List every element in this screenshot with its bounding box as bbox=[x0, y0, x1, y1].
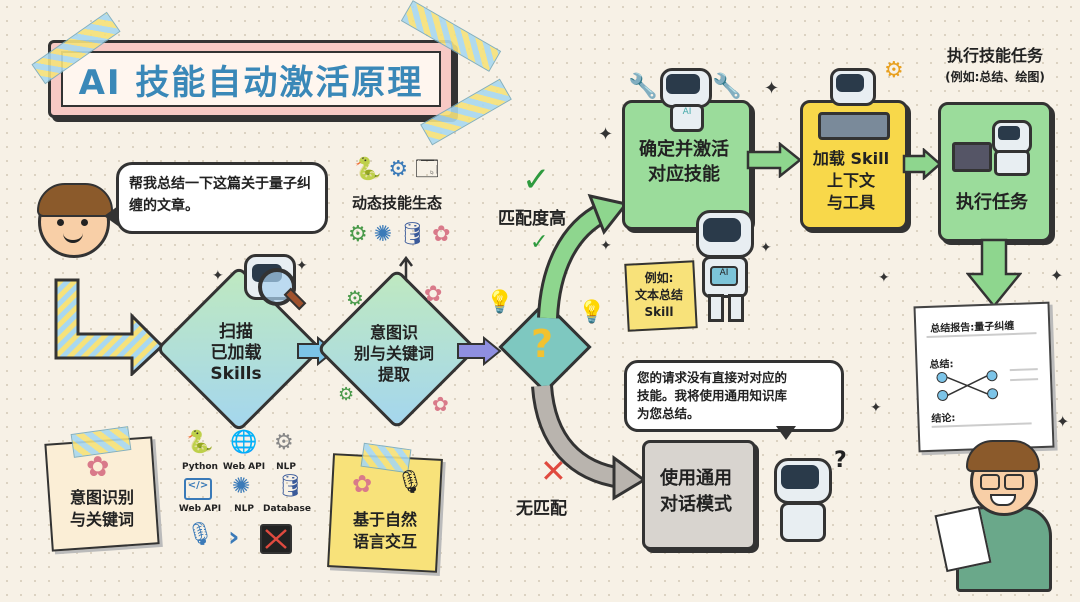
chevron-right-icon: › bbox=[228, 520, 240, 553]
general-mode-box bbox=[642, 440, 756, 550]
skill-label: NLP bbox=[276, 462, 296, 472]
input-arrow bbox=[54, 278, 165, 376]
globe-icon: 🌐 bbox=[230, 430, 258, 455]
skill-label: Database bbox=[263, 504, 311, 514]
execute-header: 执行技能任务 (例如:总结、绘图) bbox=[945, 46, 1045, 84]
checkmark-icon: ✓ bbox=[530, 230, 549, 255]
decision-symbol: ? bbox=[530, 322, 554, 366]
report-conclusion-label: 结论: bbox=[931, 413, 956, 425]
intent-extraction-label: 意图识别与关键词提取 bbox=[353, 322, 434, 384]
network-icon: ✺ bbox=[373, 222, 399, 247]
checkmark-icon: ✓ bbox=[522, 160, 551, 200]
computer-robot bbox=[950, 116, 1034, 176]
brain-icon: ✿ bbox=[432, 392, 449, 416]
page-title: AI 技能自动激活原理 bbox=[78, 62, 424, 103]
gear-icon: ⚙ bbox=[338, 384, 355, 405]
high-match-label: 匹配度高 bbox=[498, 209, 566, 229]
database-icon: 🛢 bbox=[398, 222, 433, 247]
title-banner: AI 技能自动激活原理 bbox=[48, 40, 454, 118]
gear-icon: ⚙ bbox=[388, 157, 409, 182]
high-match-arrow bbox=[537, 193, 628, 319]
microphone-icon: 🎙 bbox=[186, 522, 214, 547]
ecosystem-label: 动态技能生态 bbox=[352, 194, 443, 212]
worker-robot: AI bbox=[654, 68, 714, 132]
microphone-icon: 🎙 bbox=[396, 470, 424, 495]
note-natural-text: 基于自然语言交互 bbox=[352, 510, 417, 551]
gear-icon: ⚙ bbox=[348, 222, 374, 247]
report-diagram bbox=[936, 370, 999, 401]
terminal-icon bbox=[260, 524, 292, 554]
confused-robot bbox=[770, 448, 834, 542]
skill-label: Web API bbox=[178, 504, 222, 514]
skill-label: Python bbox=[182, 462, 218, 472]
skill-label: Web API bbox=[222, 462, 266, 472]
wrench-icon: 🔧 bbox=[712, 72, 742, 100]
brain-icon: ✿ bbox=[424, 282, 443, 307]
lightbulb-icon: 💡 bbox=[578, 300, 606, 325]
no-match-arrow bbox=[531, 384, 646, 501]
down-arrow bbox=[966, 238, 1022, 308]
no-match-label: 无匹配 bbox=[516, 499, 567, 519]
lightbulb-icon: 💡 bbox=[486, 290, 514, 315]
question-icon: ? bbox=[834, 448, 847, 473]
ecosystem-icons-row: 🐍 ⚙ 🗔 bbox=[354, 152, 484, 182]
brain-icon: ✿ bbox=[86, 450, 110, 483]
summary-report: 总结报告:量子纠缠 总结: 结论: bbox=[913, 301, 1055, 453]
brain-icon: ✿ bbox=[432, 222, 457, 247]
browser-icon: 🗔 bbox=[415, 157, 439, 182]
execute-task-label: 执行任务 bbox=[956, 192, 1028, 213]
happy-robot: AI bbox=[688, 210, 758, 322]
user-avatar bbox=[37, 183, 113, 258]
skill-label: NLP bbox=[234, 504, 254, 514]
happy-person bbox=[934, 438, 1052, 592]
operator-robot bbox=[818, 62, 890, 142]
fallback-message-text: 您的请求没有直接对对应的技能。我将使用通用知识库为您总结。 bbox=[637, 370, 788, 421]
user-request-text: 帮我总结一下这篇关于量子纠缠的文章。 bbox=[129, 176, 311, 214]
skill-icons-grid: 🐍 Python 🌐 Web API ⚙ NLP </> Web API ✺ N… bbox=[178, 430, 311, 560]
ecosystem-icons-row-2: ⚙✺🛢✿ bbox=[348, 222, 478, 247]
brain-icon: ✿ bbox=[352, 470, 373, 498]
user-speech-bubble: 帮我总结一下这篇关于量子纠缠的文章。 bbox=[116, 162, 328, 234]
python-icon: 🐍 bbox=[354, 157, 382, 182]
gear-icon: ⚙ bbox=[274, 430, 294, 455]
wrench-icon: 🔧 bbox=[628, 72, 658, 100]
general-mode-label: 使用通用对话模式 bbox=[660, 468, 732, 515]
python-icon: 🐍 bbox=[186, 430, 214, 455]
code-icon: </> bbox=[184, 478, 212, 500]
gear-icon: ⚙ bbox=[884, 58, 904, 83]
network-icon: ✺ bbox=[232, 474, 251, 499]
fallback-speech-bubble: 您的请求没有直接对对应的技能。我将使用通用知识库为您总结。 bbox=[624, 360, 844, 432]
report-title: 总结报告:量子纠缠 bbox=[930, 320, 1015, 335]
note-intent-text: 意图识别与关键词 bbox=[69, 488, 134, 529]
database-icon: 🛢 bbox=[276, 474, 304, 499]
scanning-robot bbox=[236, 250, 307, 311]
gear-icon: ⚙ bbox=[346, 286, 364, 310]
cross-icon: ✕ bbox=[540, 452, 567, 490]
magnifier-icon bbox=[258, 268, 296, 306]
activate-skill-label: 确定并激活对应技能 bbox=[639, 139, 729, 185]
